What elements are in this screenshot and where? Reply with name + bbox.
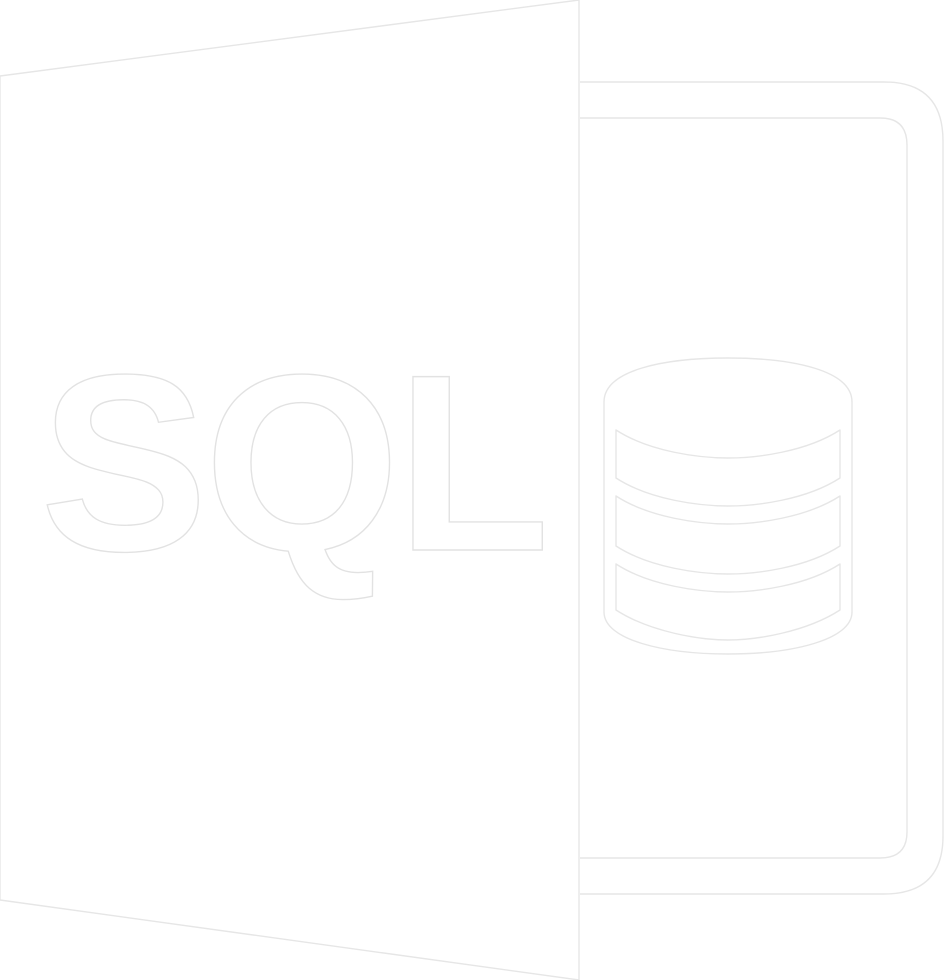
database-disk-bottom <box>615 563 841 641</box>
back-page-outer-outline <box>580 81 944 895</box>
back-page-inner-outline <box>580 117 908 859</box>
back-page <box>580 81 944 895</box>
sql-label: SQL <box>40 323 546 604</box>
front-cover <box>0 0 580 980</box>
database-disk-middle <box>615 495 841 575</box>
database-icon <box>603 357 853 655</box>
database-disk-top <box>615 429 841 507</box>
